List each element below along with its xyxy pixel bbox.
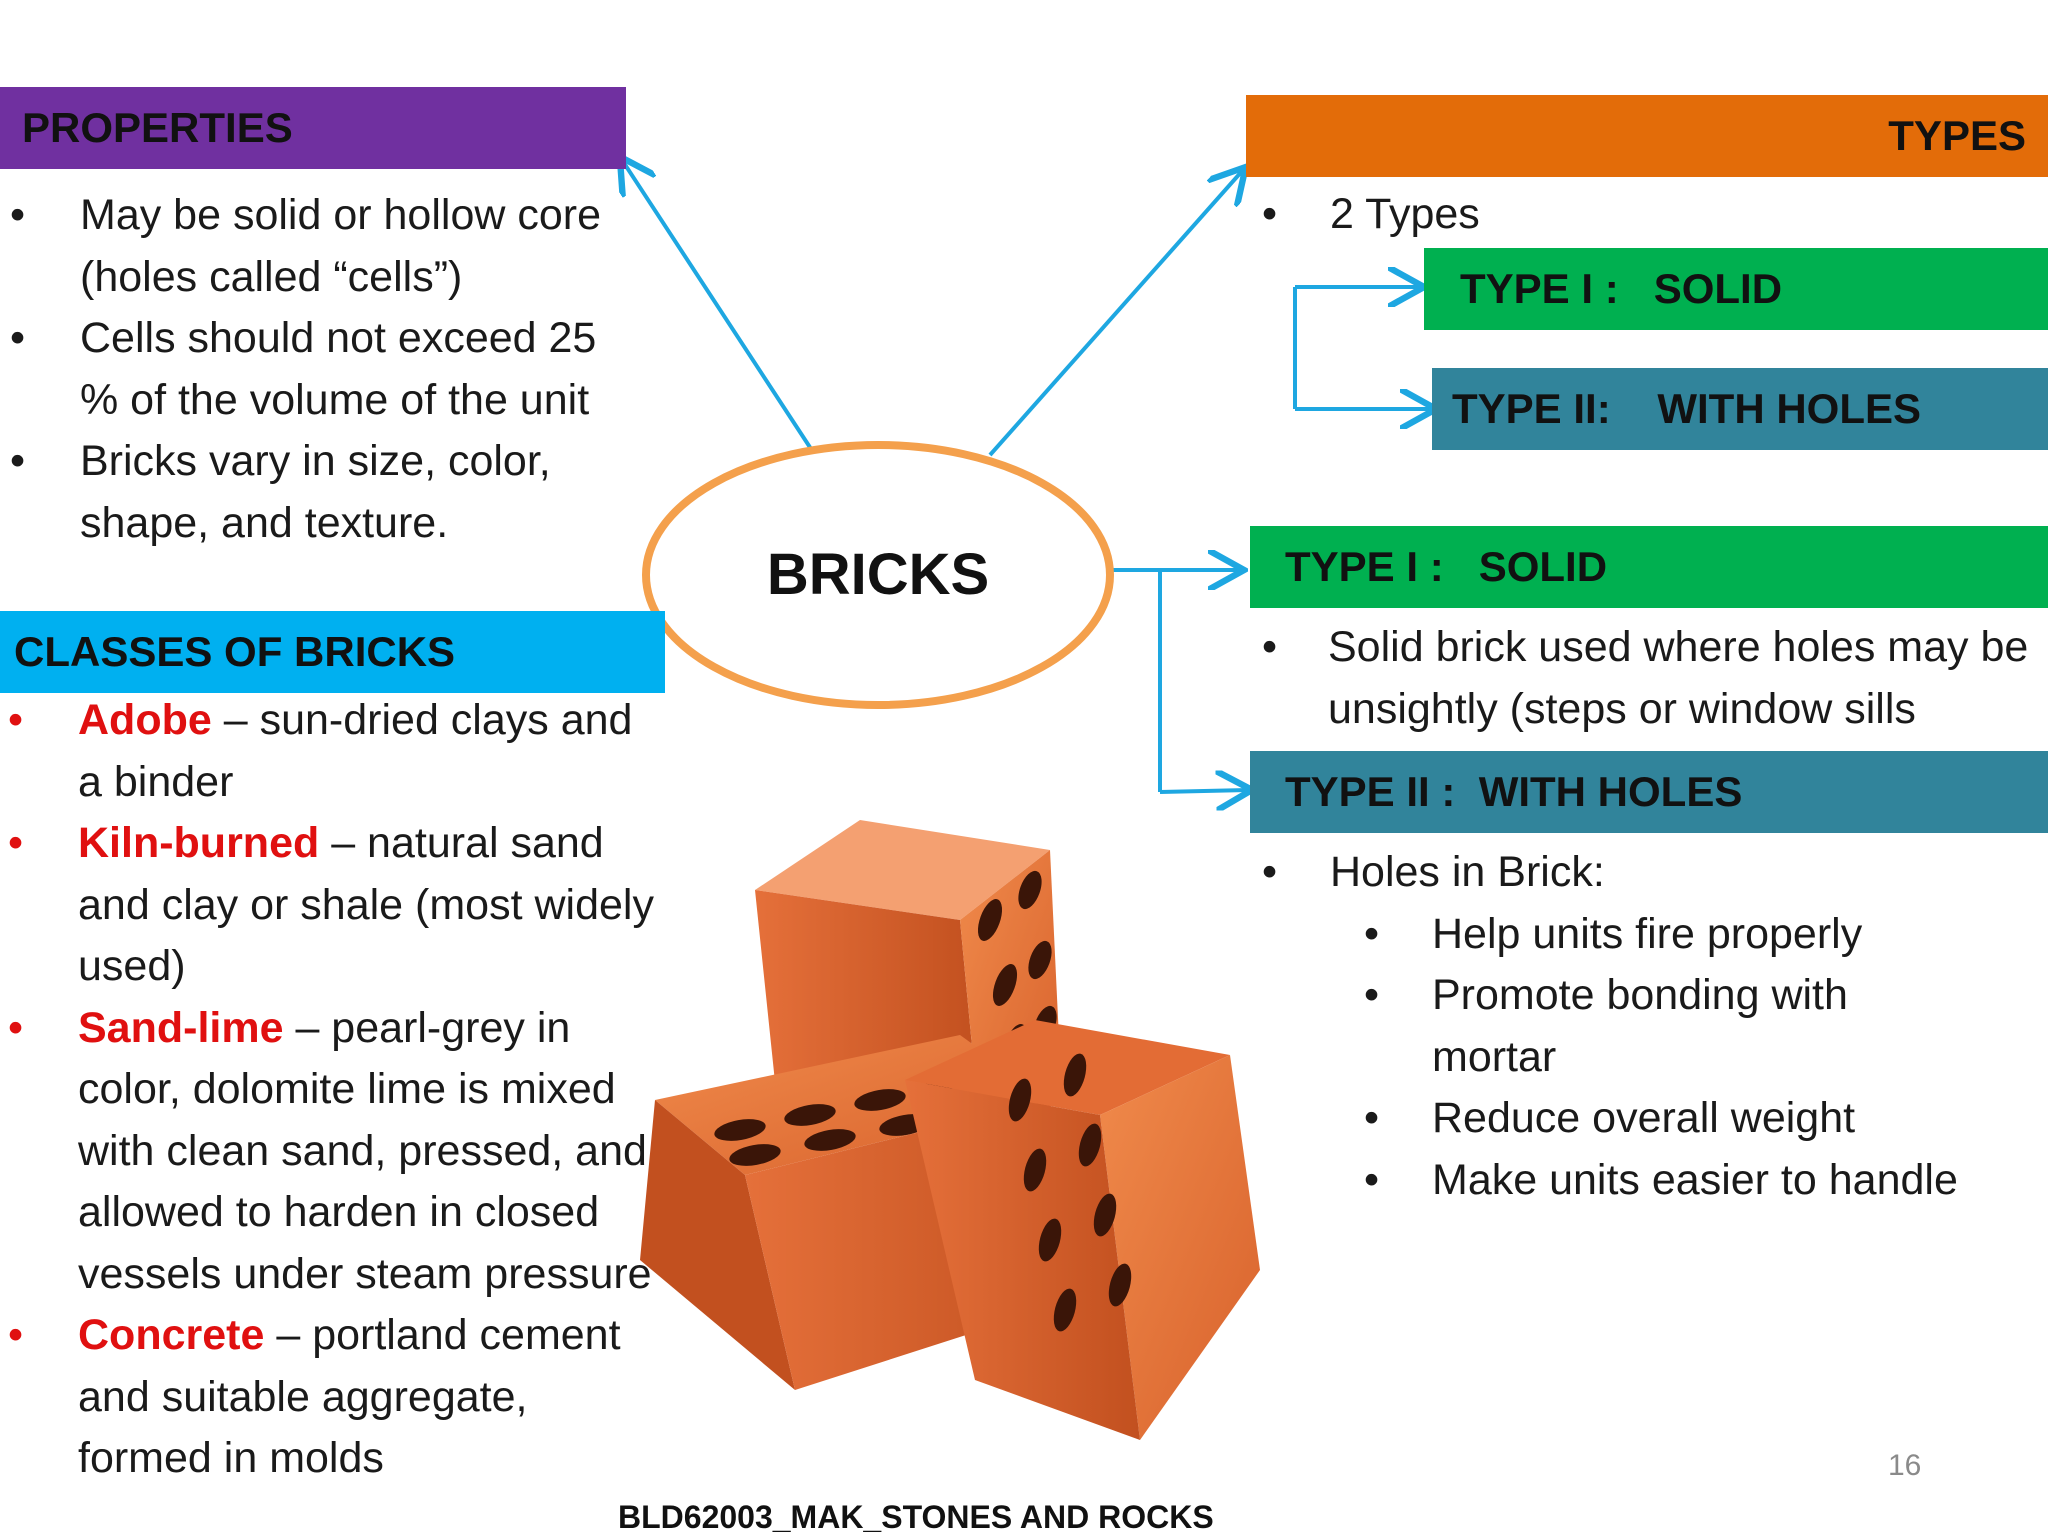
solid-header-label: TYPE I : SOLID	[1285, 543, 1608, 590]
types-list: •2 Types	[1262, 184, 1862, 246]
list-item: •2 Types	[1262, 184, 1862, 246]
bullet-icon: •	[1364, 1094, 1380, 1142]
list-item: •Sand-lime – pearl-grey in color, dolomi…	[8, 998, 668, 1306]
page-number: 16	[1888, 1449, 1922, 1482]
bullet-icon: •	[8, 819, 24, 867]
bricks-image	[640, 820, 1260, 1440]
list-item: •Cells should not exceed 25 % of the vol…	[10, 308, 640, 431]
solid-list: •Solid brick used where holes may be uns…	[1262, 617, 2048, 740]
types-type2-box: TYPE II: WITH HOLES	[1432, 368, 2048, 450]
solid-header: TYPE I : SOLID	[1250, 526, 2048, 608]
bullet-icon: •	[1364, 1155, 1380, 1204]
list-item: •Bricks vary in size, color, shape, and …	[10, 431, 640, 554]
types-type1-label: TYPE I : SOLID	[1460, 265, 1783, 312]
arrow-to-holes	[1159, 790, 1248, 792]
bullet-icon: •	[1364, 971, 1380, 1019]
properties-header-label: PROPERTIES	[22, 104, 293, 151]
bricks-ellipse	[642, 441, 1114, 709]
properties-list: •May be solid or hollow core (holes call…	[10, 185, 640, 554]
list-item: •Solid brick used where holes may be uns…	[1262, 617, 2048, 740]
bullet-icon: •	[8, 1311, 24, 1359]
list-item: •May be solid or hollow core (holes call…	[10, 185, 640, 308]
properties-header: PROPERTIES	[0, 87, 626, 169]
list-item: •Promote bonding with mortar	[1262, 965, 1872, 1088]
center-label: BRICKS	[766, 542, 990, 607]
footer-course: BLD62003_MAK_STONES AND ROCKS	[618, 1499, 1214, 1535]
types-type1-box: TYPE I : SOLID	[1424, 248, 2048, 330]
list-item: •Reduce overall weight	[1262, 1088, 2048, 1150]
classes-header: CLASSES OF BRICKS	[0, 611, 665, 693]
bullet-icon: •	[8, 1003, 24, 1052]
list-item: •Make units easier to handle	[1262, 1150, 2048, 1212]
bullet-icon: •	[1262, 623, 1278, 671]
list-item: •Help units fire properly	[1262, 904, 2048, 966]
bullet-icon: •	[10, 437, 26, 485]
bullet-icon: •	[1364, 909, 1380, 958]
bullet-icon: •	[10, 191, 26, 239]
bullet-icon: •	[10, 314, 26, 362]
classes-list: •Adobe – sun-dried clays and a binder •K…	[8, 690, 668, 1490]
list-item: •Holes in Brick:	[1262, 842, 2048, 904]
list-item: •Concrete – portland cement and suitable…	[8, 1305, 668, 1490]
holes-header: TYPE II : WITH HOLES	[1250, 751, 2048, 833]
holes-list: •Holes in Brick: •Help units fire proper…	[1262, 842, 2048, 1211]
bullet-icon: •	[1262, 190, 1278, 238]
bullet-icon: •	[1262, 848, 1278, 896]
arrow-to-properties	[622, 160, 817, 457]
list-item: •Adobe – sun-dried clays and a binder	[8, 690, 668, 813]
types-header-label: TYPES	[1888, 112, 2026, 159]
types-type2-label: TYPE II: WITH HOLES	[1452, 385, 1922, 432]
bullet-icon: •	[8, 696, 24, 744]
holes-header-label: TYPE II : WITH HOLES	[1285, 768, 1743, 815]
classes-header-label: CLASSES OF BRICKS	[14, 628, 456, 675]
arrow-to-types	[988, 170, 1243, 457]
list-item: •Kiln-burned – natural sand and clay or …	[8, 813, 668, 998]
types-header: TYPES	[1246, 95, 2048, 177]
